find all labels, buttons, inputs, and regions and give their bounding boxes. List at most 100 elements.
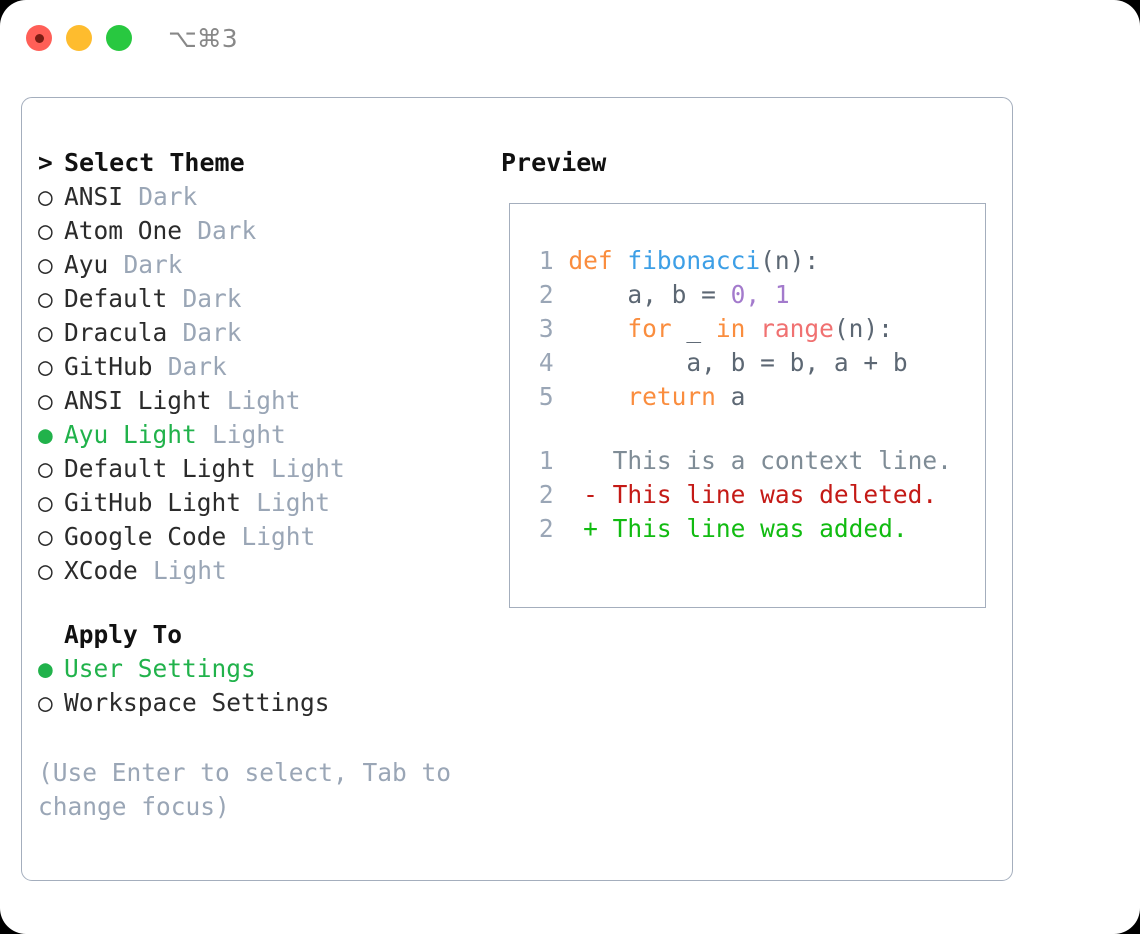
line-number: 2 xyxy=(538,280,554,309)
apply-to-option[interactable]: ○ Workspace Settings xyxy=(38,686,478,720)
diff-marker: + xyxy=(568,514,613,543)
code-token: fibonacci xyxy=(627,246,761,275)
code-token: def xyxy=(568,246,628,275)
keyboard-hint-text: (Use Enter to select, Tab to change focu… xyxy=(38,758,452,821)
code-line: 3 for _ in range(n): xyxy=(523,312,952,346)
code-token: a, b = xyxy=(568,280,731,309)
window-controls xyxy=(26,25,132,51)
radio-unselected-icon[interactable]: ○ xyxy=(38,688,53,717)
preview-title: Preview xyxy=(501,148,607,177)
code-line: 4 a, b = b, a + b xyxy=(523,346,952,380)
code-token: in xyxy=(715,314,746,343)
radio-unselected-icon[interactable]: ○ xyxy=(38,522,53,551)
theme-kind-label: Dark xyxy=(138,182,198,211)
code-token xyxy=(745,314,760,343)
line-number: 1 xyxy=(538,246,554,275)
theme-kind-label: Dark xyxy=(182,318,242,347)
code-token: return xyxy=(627,382,716,411)
code-token: a, b = b, a + b xyxy=(568,348,908,377)
diff-line-number: 2 xyxy=(538,514,554,543)
radio-selected-icon[interactable]: ● xyxy=(38,420,53,449)
theme-name: Ayu Light xyxy=(64,420,197,449)
radio-unselected-icon[interactable]: ○ xyxy=(38,386,53,415)
radio-selected-icon[interactable]: ● xyxy=(38,654,53,683)
theme-kind-label: Dark xyxy=(182,284,242,313)
code-token xyxy=(568,314,627,343)
radio-unselected-icon[interactable]: ○ xyxy=(38,284,53,313)
code-token: _ xyxy=(671,314,716,343)
diff-marker xyxy=(568,446,612,475)
theme-kind-label: Light xyxy=(256,488,330,517)
code-spacer xyxy=(523,414,952,444)
diff-text: This is a context line. xyxy=(612,446,952,475)
spacer-icon: ○ xyxy=(38,618,64,652)
code-token: range xyxy=(760,314,834,343)
theme-list-item[interactable]: ○ Ayu Dark xyxy=(38,248,478,282)
code-token: (n): xyxy=(833,314,893,343)
theme-name: ANSI Light xyxy=(64,386,212,415)
code-token xyxy=(568,382,627,411)
line-number: 4 xyxy=(538,348,554,377)
theme-name: Ayu xyxy=(64,250,109,279)
diff-text: This line was deleted. xyxy=(612,480,938,509)
radio-unselected-icon[interactable]: ○ xyxy=(38,182,53,211)
radio-unselected-icon[interactable]: ○ xyxy=(38,488,53,517)
code-token: for xyxy=(627,314,672,343)
select-theme-header: > Select Theme xyxy=(38,146,478,180)
radio-unselected-icon[interactable]: ○ xyxy=(38,318,53,347)
maximize-button[interactable] xyxy=(106,25,132,51)
line-number: 5 xyxy=(538,382,554,411)
apply-to-option-label: User Settings xyxy=(64,654,256,683)
theme-list-item[interactable]: ○ Google Code Light xyxy=(38,520,478,554)
diff-text: This line was added. xyxy=(612,514,908,543)
theme-name: GitHub Light xyxy=(64,488,242,517)
theme-list-item[interactable]: ○ GitHub Dark xyxy=(38,350,478,384)
theme-kind-label: Light xyxy=(211,420,286,449)
diff-line-number: 2 xyxy=(538,480,554,509)
theme-list-item[interactable]: ○ XCode Light xyxy=(38,554,478,588)
line-number: 3 xyxy=(538,314,554,343)
title-bar: ⌥⌘3 xyxy=(0,0,1140,76)
code-line: 5 return a xyxy=(523,380,952,414)
theme-kind-label: Light xyxy=(152,556,227,585)
theme-name: XCode xyxy=(64,556,138,585)
code-token: a xyxy=(715,382,746,411)
diff-line: 2 + This line was added. xyxy=(523,512,952,546)
radio-unselected-icon[interactable]: ○ xyxy=(38,556,53,585)
apply-to-option[interactable]: ● User Settings xyxy=(38,652,478,686)
theme-name: Default Light xyxy=(64,454,256,483)
theme-kind-label: Light xyxy=(241,522,316,551)
theme-list-item[interactable]: ● Ayu Light Light xyxy=(38,418,478,452)
diff-line: 2 - This line was deleted. xyxy=(523,478,952,512)
theme-name: Google Code xyxy=(64,522,227,551)
theme-list-item[interactable]: ○ Default Dark xyxy=(38,282,478,316)
radio-unselected-icon[interactable]: ○ xyxy=(38,352,53,381)
code-token: 1 xyxy=(774,280,790,309)
theme-name: GitHub xyxy=(64,352,153,381)
theme-kind-label: Dark xyxy=(197,216,257,245)
apply-to-label: Apply To xyxy=(64,620,183,649)
theme-list-item[interactable]: ○ Default Light Light xyxy=(38,452,478,486)
radio-unselected-icon[interactable]: ○ xyxy=(38,454,53,483)
theme-name: Dracula xyxy=(64,318,168,347)
theme-list-item[interactable]: ○ Atom One Dark xyxy=(38,214,478,248)
radio-unselected-icon[interactable]: ○ xyxy=(38,216,53,245)
close-button[interactable] xyxy=(26,25,52,51)
radio-unselected-icon[interactable]: ○ xyxy=(38,250,53,279)
theme-list-item[interactable]: ○ GitHub Light Light xyxy=(38,486,478,520)
theme-name: Default xyxy=(64,284,168,313)
theme-kind-label: Dark xyxy=(123,250,183,279)
minimize-button[interactable] xyxy=(66,25,92,51)
theme-name: Atom One xyxy=(64,216,183,245)
theme-list-item[interactable]: ○ Dracula Dark xyxy=(38,316,478,350)
theme-kind-label: Light xyxy=(270,454,345,483)
apply-to-option-label: Workspace Settings xyxy=(64,688,330,717)
theme-kind-label: Dark xyxy=(167,352,227,381)
